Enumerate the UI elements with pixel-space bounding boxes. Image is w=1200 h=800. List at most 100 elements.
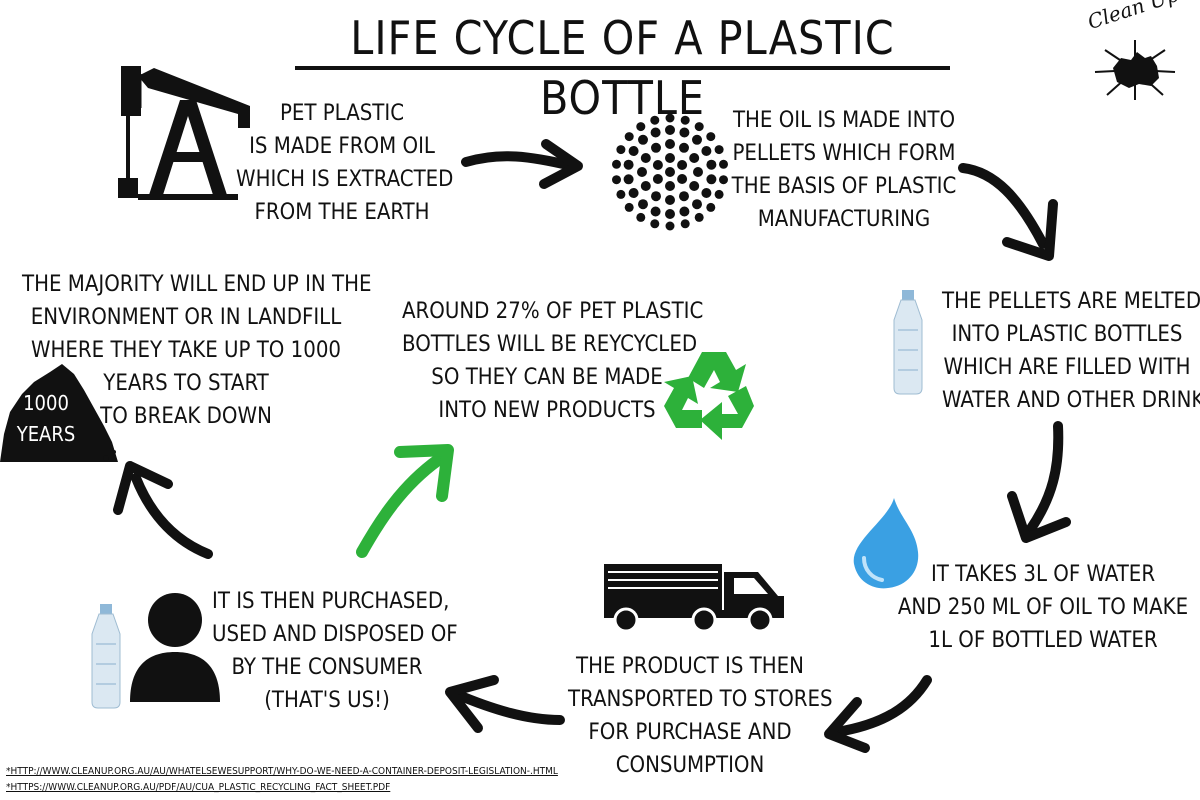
pellet-dot bbox=[651, 191, 661, 202]
text-line: PET PLASTIC bbox=[279, 101, 405, 126]
australia-map-icon bbox=[1094, 40, 1176, 100]
text-line: AROUND 27% OF PET PLASTIC bbox=[402, 299, 704, 324]
text-line: (THAT'S US!) bbox=[264, 688, 390, 713]
pellet-dot bbox=[706, 174, 717, 185]
pellet-dot bbox=[665, 221, 675, 231]
pellet-dot bbox=[650, 219, 660, 229]
text-line: 1L OF BOTTLED WATER bbox=[928, 628, 1158, 653]
text-line: USED AND DISPOSED OF bbox=[212, 622, 458, 647]
truck-icon bbox=[604, 564, 784, 633]
text-line: THE PRODUCT IS THEN bbox=[576, 654, 804, 679]
pellet-dot bbox=[612, 175, 621, 185]
step-landfill-text: THE MAJORITY WILL END UP IN THE ENVIRONM… bbox=[22, 268, 372, 433]
text-line: ENVIRONMENT OR IN LANDFILL bbox=[30, 305, 342, 330]
pellet-dot bbox=[612, 159, 621, 169]
text-line: THE OIL IS MADE INTO bbox=[732, 108, 956, 133]
text-line: TRANSPORTED TO STORES bbox=[568, 687, 833, 712]
pellet-dot bbox=[650, 206, 661, 217]
pellet-dot bbox=[665, 181, 675, 191]
pellet-dot bbox=[628, 188, 639, 198]
text-line: INTO NEW PRODUCTS bbox=[438, 398, 656, 423]
pellet-dot bbox=[640, 181, 651, 191]
arrow-down-left-icon bbox=[824, 675, 932, 753]
pellet-dot bbox=[706, 202, 716, 212]
pellet-dot bbox=[665, 209, 675, 219]
pellet-dot bbox=[636, 122, 646, 132]
page-title: LIFE CYCLE OF A PLASTIC BOTTLE bbox=[350, 11, 895, 125]
pellet-dot bbox=[701, 188, 712, 198]
references: *HTTP://WWW.CLEANUP.ORG.AU/AU/WHATELSEWE… bbox=[6, 764, 558, 796]
text-line: MANUFACTURING bbox=[757, 207, 931, 232]
step-bottles-text: THE PELLETS ARE MELTED INTO PLASTIC BOTT… bbox=[942, 285, 1200, 417]
pellet-dot bbox=[692, 134, 702, 145]
step-recycle-text: AROUND 27% OF PET PLASTIC BOTTLES WILL B… bbox=[402, 295, 704, 427]
badge-line: 1000 bbox=[23, 391, 69, 415]
pellet-dot bbox=[665, 125, 675, 135]
arrow-right-icon bbox=[461, 139, 583, 189]
pellet-dot bbox=[689, 181, 700, 191]
pellet-dot bbox=[665, 139, 675, 149]
pellet-dot bbox=[679, 191, 689, 202]
landfill-badge: 1000 YEARS bbox=[4, 388, 88, 450]
step-pellets-text: THE OIL IS MADE INTO PELLETS WHICH FORM … bbox=[728, 104, 960, 236]
step-consumer-text: IT IS THEN PURCHASED, USED AND DISPOSED … bbox=[212, 585, 458, 717]
oil-pump-icon bbox=[118, 66, 250, 200]
pellet-dot bbox=[616, 145, 626, 155]
text-line: IT TAKES 3L OF WATER bbox=[930, 562, 1156, 587]
pellet-dot bbox=[694, 212, 704, 222]
pellet-dot bbox=[680, 115, 690, 125]
text-line: IT IS THEN PURCHASED, bbox=[212, 589, 450, 614]
pellet-dot bbox=[650, 115, 660, 125]
text-line: THE PELLETS ARE MELTED bbox=[942, 289, 1200, 314]
pellet-dot bbox=[652, 174, 663, 184]
pellet-dot bbox=[677, 160, 688, 170]
pellet-dot bbox=[714, 145, 724, 155]
text-line: THE BASIS OF PLASTIC bbox=[731, 174, 957, 199]
reference-link[interactable]: *HTTP://WWW.CLEANUP.ORG.AU/AU/WHATELSEWE… bbox=[6, 766, 558, 777]
pellet-dot bbox=[679, 127, 690, 138]
pellet-dot bbox=[616, 189, 626, 199]
green-arrow-up-right-icon bbox=[356, 444, 454, 558]
arrow-left-icon bbox=[445, 675, 565, 733]
text-line: INTO PLASTIC BOTTLES bbox=[951, 322, 1183, 347]
pellet-dot bbox=[677, 174, 688, 184]
badge-line: YEARS bbox=[16, 422, 76, 446]
pellet-dot bbox=[694, 122, 704, 132]
pellet-dot bbox=[624, 132, 634, 142]
text-line: BOTTLES WILL BE REYCYCLED bbox=[402, 332, 698, 357]
pellets-icon bbox=[612, 113, 728, 231]
step-oil-text: PET PLASTIC IS MADE FROM OIL WHICH IS EX… bbox=[236, 97, 453, 229]
arrow-up-left-icon bbox=[113, 461, 213, 559]
pellet-dot bbox=[623, 159, 634, 170]
pellet-dot bbox=[689, 153, 700, 163]
step-water-text: IT TAKES 3L OF WATER AND 250 ML OF OIL T… bbox=[888, 558, 1198, 657]
pellet-dot bbox=[640, 153, 651, 163]
arrow-down-right-icon bbox=[958, 163, 1058, 261]
pellet-dot bbox=[638, 134, 648, 145]
text-line: WHERE THEY TAKE UP TO 1000 bbox=[30, 338, 342, 363]
logo-text: Clean Up bbox=[1084, 0, 1182, 35]
water-bottle-icon bbox=[893, 290, 923, 395]
text-line: FOR PURCHASE AND bbox=[588, 720, 792, 745]
pellet-dot bbox=[665, 195, 675, 205]
reference-link[interactable]: *HTTPS://WWW.CLEANUP.ORG.AU/PDF/AU/CUA_P… bbox=[6, 782, 391, 793]
pellet-dot bbox=[719, 159, 728, 169]
pellet-dot bbox=[706, 159, 717, 170]
person-icon bbox=[130, 593, 220, 702]
pellet-dot bbox=[679, 142, 689, 153]
text-line: IS MADE FROM OIL bbox=[249, 134, 435, 159]
text-line: WHICH ARE FILLED WITH bbox=[943, 355, 1191, 380]
text-line: FROM THE EARTH bbox=[254, 200, 430, 225]
pellet-dot bbox=[623, 174, 634, 185]
pellet-dot bbox=[679, 206, 690, 217]
text-line: TO BREAK DOWN bbox=[100, 404, 272, 429]
text-line: THE MAJORITY WILL END UP IN THE bbox=[22, 272, 372, 297]
pellet-dot bbox=[637, 167, 647, 177]
pellet-dot bbox=[714, 189, 724, 199]
water-drop-icon bbox=[853, 498, 919, 589]
text-line: BY THE CONSUMER bbox=[231, 655, 423, 680]
pellet-dot bbox=[665, 153, 675, 163]
pellet-dot bbox=[665, 113, 675, 123]
pellet-dot bbox=[652, 160, 663, 170]
text-line: SO THEY CAN BE MADE bbox=[431, 365, 663, 390]
